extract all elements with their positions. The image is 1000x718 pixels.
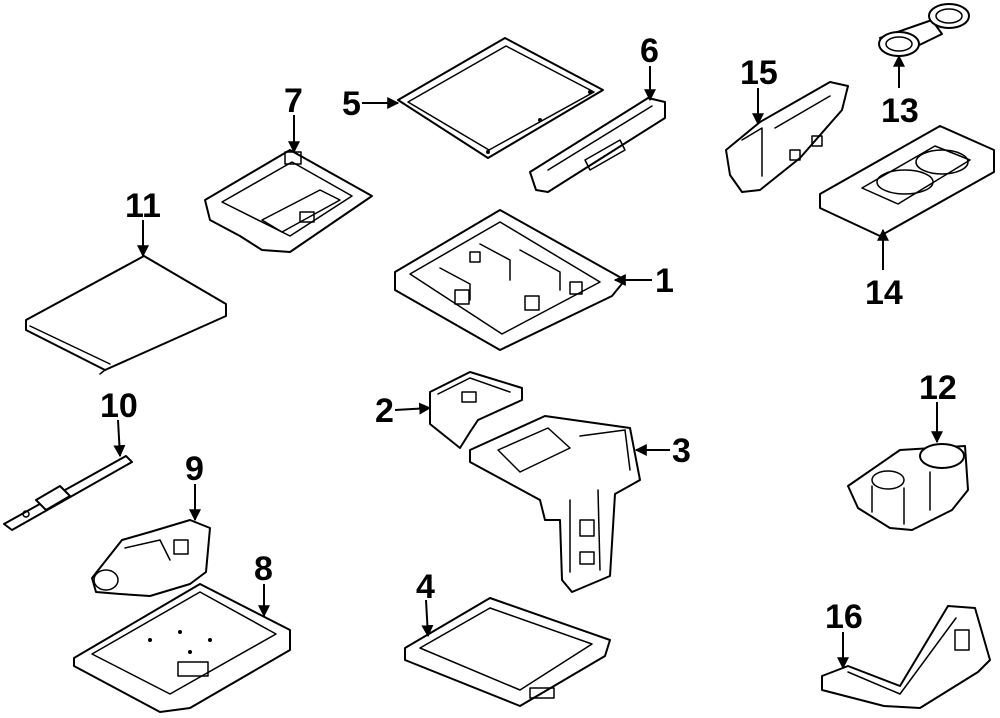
callout-leaders: [113, 54, 943, 670]
callout-11: 11: [125, 187, 161, 225]
callout-7: 7: [284, 82, 303, 120]
callout-labels: 1 2 3 4 5 6 7 8 9 10 11 12 13 14 15 16: [100, 32, 957, 636]
part-13-cup-ring: [878, 3, 970, 57]
part-7-hinge-bracket: [204, 149, 373, 253]
callout-8: 8: [254, 550, 273, 588]
leader-10: [113, 419, 126, 458]
part-11-armrest-cover: [25, 255, 227, 375]
part-3-main-bracket: [469, 415, 641, 593]
part-8-inner-panel: [73, 583, 291, 713]
part-14-cupholder-bezel: [819, 125, 995, 237]
callout-5: 5: [342, 85, 361, 123]
callout-10: 10: [100, 387, 138, 425]
leader-2: [394, 402, 432, 415]
callout-14: 14: [865, 274, 903, 312]
part-12-cupholder-mechanism: [847, 443, 969, 531]
part-4-bottom-tray: [404, 597, 611, 707]
part-16-trim-piece: [821, 605, 991, 709]
callout-15: 15: [740, 54, 778, 92]
part-1-console-base: [394, 209, 626, 351]
callout-2: 2: [375, 392, 394, 430]
callout-3: 3: [672, 432, 691, 470]
part-5-lid-panel: [397, 37, 604, 159]
callout-12: 12: [919, 369, 957, 407]
part-15-side-bracket: [725, 81, 849, 193]
callout-1: 1: [655, 262, 674, 300]
part-2-small-bracket: [429, 371, 523, 449]
part-9-latch-assembly: [91, 519, 211, 597]
callout-13: 13: [881, 92, 919, 130]
callout-6: 6: [640, 32, 659, 70]
callout-9: 9: [185, 450, 204, 488]
leader-4: [421, 599, 434, 638]
callout-4: 4: [416, 568, 435, 606]
part-10-latch-rod: [3, 455, 133, 531]
callout-16: 16: [825, 598, 863, 636]
